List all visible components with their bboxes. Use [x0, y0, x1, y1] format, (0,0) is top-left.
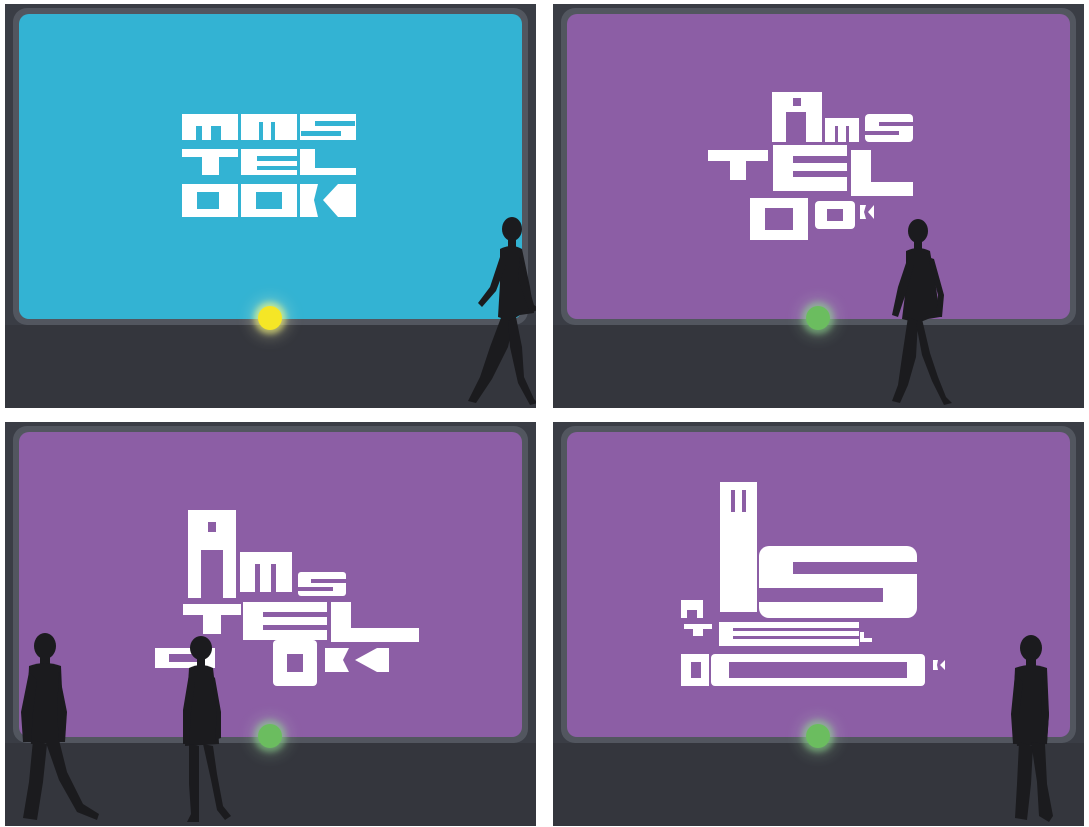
- blocky-wordmark: [553, 4, 1084, 408]
- status-light: [258, 306, 282, 330]
- walking-woman-silhouette: [460, 217, 536, 407]
- scene-panel-3: [5, 422, 536, 826]
- scene-panel-2: [553, 4, 1084, 408]
- walking-man-silhouette: [1003, 634, 1063, 826]
- status-light: [806, 306, 830, 330]
- walking-woman-silhouette: [888, 217, 958, 407]
- walking-woman-silhouette: [177, 634, 237, 824]
- status-light: [806, 724, 830, 748]
- status-light: [258, 724, 282, 748]
- scene-panel-1: [5, 4, 536, 408]
- scene-panel-4: [553, 422, 1084, 826]
- walking-man-silhouette: [15, 632, 105, 826]
- blocky-wordmark: [5, 4, 536, 408]
